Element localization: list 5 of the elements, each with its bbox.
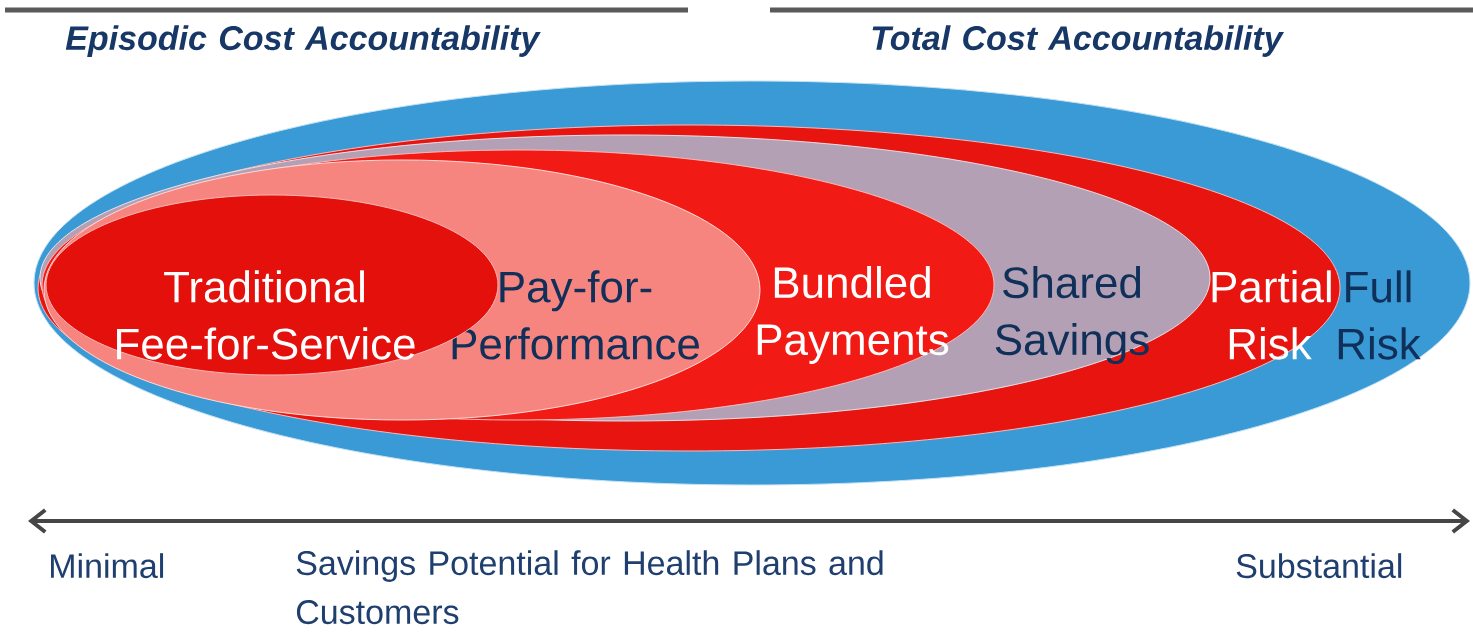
scale-label: Minimal: [51, 553, 164, 579]
section-heading: Episodic Cost Accountability: [65, 25, 541, 57]
section-heading: Total Cost Accountability: [872, 25, 1285, 57]
scale-label: Substantial: [1236, 553, 1402, 579]
axis-label: Savings Potential for Health Plans and Customers: [296, 550, 883, 625]
